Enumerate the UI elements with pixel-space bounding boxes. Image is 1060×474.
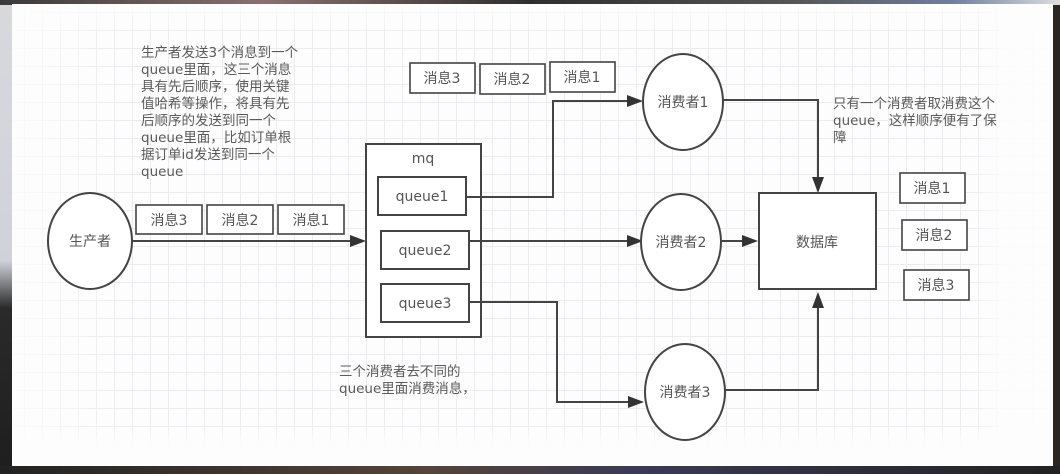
queue3-label: queue3 — [399, 296, 452, 312]
consumer-note: 三个消费者去不同的 queue里面消费消息， — [339, 364, 476, 397]
consumer3-node[interactable]: 消费者3 — [644, 343, 726, 441]
diagram-canvas — [12, 4, 1053, 466]
mq-label: mq — [412, 151, 435, 167]
consumer3-label: 消费者3 — [660, 385, 711, 401]
message-label: 消息2 — [494, 71, 531, 88]
consumer2-label: 消费者2 — [656, 235, 707, 251]
arrow-head-icon — [742, 235, 758, 247]
order-guarantee-note: 只有一个消费者取消费这个 queue，这样顺序便有了保 障 — [833, 96, 997, 146]
message-label: 消息3 — [151, 212, 188, 229]
queue2-label: queue2 — [399, 243, 452, 259]
edge-queue1-to-consumer1 — [466, 95, 643, 198]
database-message-3[interactable]: 消息3 — [903, 269, 970, 301]
consumer1-message-3[interactable]: 消息1 — [549, 61, 616, 93]
message-label: 消息1 — [564, 69, 601, 86]
edge-consumer1-to-database — [723, 99, 824, 193]
queue3-node[interactable]: queue3 — [380, 283, 470, 323]
arrow-head-icon — [627, 235, 643, 247]
message-label: 消息3 — [424, 70, 461, 87]
consumer1-message-1[interactable]: 消息3 — [409, 62, 476, 94]
database-message-2[interactable]: 消息2 — [901, 219, 968, 251]
queue1-label: queue1 — [396, 189, 449, 205]
message-label: 消息1 — [293, 212, 330, 229]
arrow-head-icon — [812, 292, 824, 308]
consumer1-label: 消费者1 — [658, 95, 709, 111]
message-label: 消息2 — [222, 212, 259, 229]
edge-producer-to-mq — [132, 235, 366, 247]
database-message-1[interactable]: 消息1 — [899, 172, 966, 204]
consumer1-node[interactable]: 消费者1 — [642, 53, 724, 151]
arrow-head-icon — [350, 235, 366, 247]
database-label: 数据库 — [796, 235, 838, 251]
background-bottom-strip — [0, 466, 1060, 474]
producer-note: 生产者发送3个消息到一个 queue里面，这三个消息 具有先后顺序，使用关键 值… — [141, 45, 299, 180]
message-label: 消息1 — [914, 180, 951, 197]
edge-queue2-to-consumer2 — [469, 235, 643, 247]
message-label: 消息2 — [916, 227, 953, 244]
arrow-head-icon — [628, 396, 644, 408]
message-label: 消息3 — [918, 277, 955, 294]
edge-queue3-to-consumer3 — [469, 301, 644, 408]
producer-message-2[interactable]: 消息2 — [206, 204, 274, 235]
producer-label: 生产者 — [69, 234, 111, 250]
edge-consumer3-to-database — [725, 292, 824, 391]
queue1-node[interactable]: queue1 — [377, 176, 467, 216]
arrow-head-icon — [627, 95, 643, 107]
consumer1-message-2[interactable]: 消息2 — [479, 63, 546, 95]
background-top-strip — [0, 0, 1060, 5]
database-node[interactable]: 数据库 — [758, 192, 877, 290]
producer-message-1[interactable]: 消息3 — [135, 204, 203, 235]
background-left-strip — [0, 0, 14, 474]
producer-node[interactable]: 生产者 — [47, 192, 133, 290]
edge-consumer2-to-database — [721, 235, 758, 247]
consumer2-node[interactable]: 消费者2 — [640, 193, 722, 291]
queue2-node[interactable]: queue2 — [380, 230, 470, 270]
producer-message-3[interactable]: 消息1 — [277, 204, 345, 235]
arrow-head-icon — [812, 177, 824, 193]
